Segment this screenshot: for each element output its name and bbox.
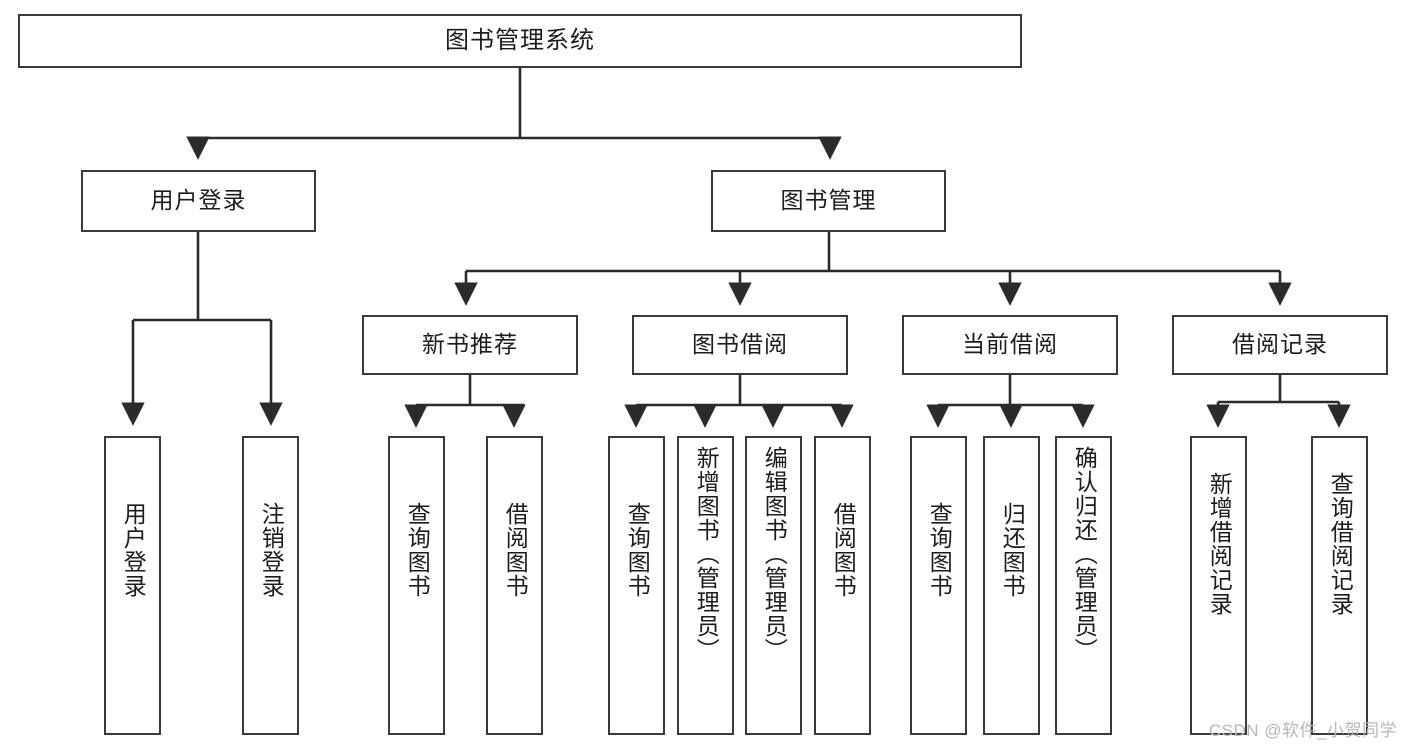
leaf-user-login-label: 用户登录 (120, 502, 147, 598)
leaf-borrow-book-recommend-label: 借阅图书 (502, 502, 529, 598)
leaf-logout-label: 注销登录 (258, 502, 285, 598)
leaf-query-book-current[interactable]: 查询图书 (910, 436, 967, 735)
leaf-borrow-book-label: 借阅图书 (830, 502, 857, 598)
watermark: CSDN @软件_小贺同学 (1208, 721, 1397, 740)
node-new-book-recommend[interactable]: 新书推荐 (362, 315, 578, 375)
node-borrow-record-label: 借阅记录 (1232, 331, 1328, 358)
leaf-add-borrow-record[interactable]: 新增借阅记录 (1190, 436, 1247, 735)
leaf-query-borrow-record[interactable]: 查询借阅记录 (1311, 436, 1368, 735)
leaf-return-book-label: 归还图书 (999, 502, 1026, 598)
leaf-query-borrow-record-label: 查询借阅记录 (1327, 472, 1354, 616)
node-book-management-label: 图书管理 (780, 187, 877, 214)
leaf-add-book-admin[interactable]: 新增图书（管理员） (677, 436, 734, 735)
node-user-login-label: 用户登录 (150, 187, 247, 214)
leaf-query-book-borrow[interactable]: 查询图书 (608, 436, 665, 735)
leaf-logout[interactable]: 注销登录 (242, 436, 299, 735)
leaf-add-borrow-record-label: 新增借阅记录 (1206, 472, 1233, 616)
leaf-confirm-return-admin[interactable]: 确认归还（管理员） (1055, 436, 1112, 735)
leaf-borrow-book[interactable]: 借阅图书 (814, 436, 871, 735)
leaf-query-book-recommend-label: 查询图书 (404, 502, 431, 598)
node-current-borrow[interactable]: 当前借阅 (902, 315, 1118, 375)
node-user-login[interactable]: 用户登录 (81, 170, 316, 232)
node-root-label: 图书管理系统 (445, 26, 595, 54)
node-borrow-record[interactable]: 借阅记录 (1172, 315, 1388, 375)
leaf-query-book-recommend[interactable]: 查询图书 (388, 436, 445, 735)
leaf-user-login[interactable]: 用户登录 (104, 436, 161, 735)
node-new-book-recommend-label: 新书推荐 (422, 331, 518, 358)
leaf-edit-book-admin-label: 编辑图书（管理员） (761, 446, 788, 662)
leaf-confirm-return-admin-label: 确认归还（管理员） (1071, 446, 1098, 662)
leaf-edit-book-admin[interactable]: 编辑图书（管理员） (745, 436, 802, 735)
leaf-return-book[interactable]: 归还图书 (983, 436, 1040, 735)
node-root[interactable]: 图书管理系统 (18, 14, 1022, 68)
node-current-borrow-label: 当前借阅 (962, 331, 1058, 358)
node-book-borrow[interactable]: 图书借阅 (632, 315, 848, 375)
leaf-query-book-borrow-label: 查询图书 (624, 502, 651, 598)
node-book-management[interactable]: 图书管理 (711, 170, 946, 232)
leaf-add-book-admin-label: 新增图书（管理员） (693, 446, 720, 662)
leaf-query-book-current-label: 查询图书 (926, 502, 953, 598)
node-book-borrow-label: 图书借阅 (692, 331, 788, 358)
leaf-borrow-book-recommend[interactable]: 借阅图书 (486, 436, 543, 735)
